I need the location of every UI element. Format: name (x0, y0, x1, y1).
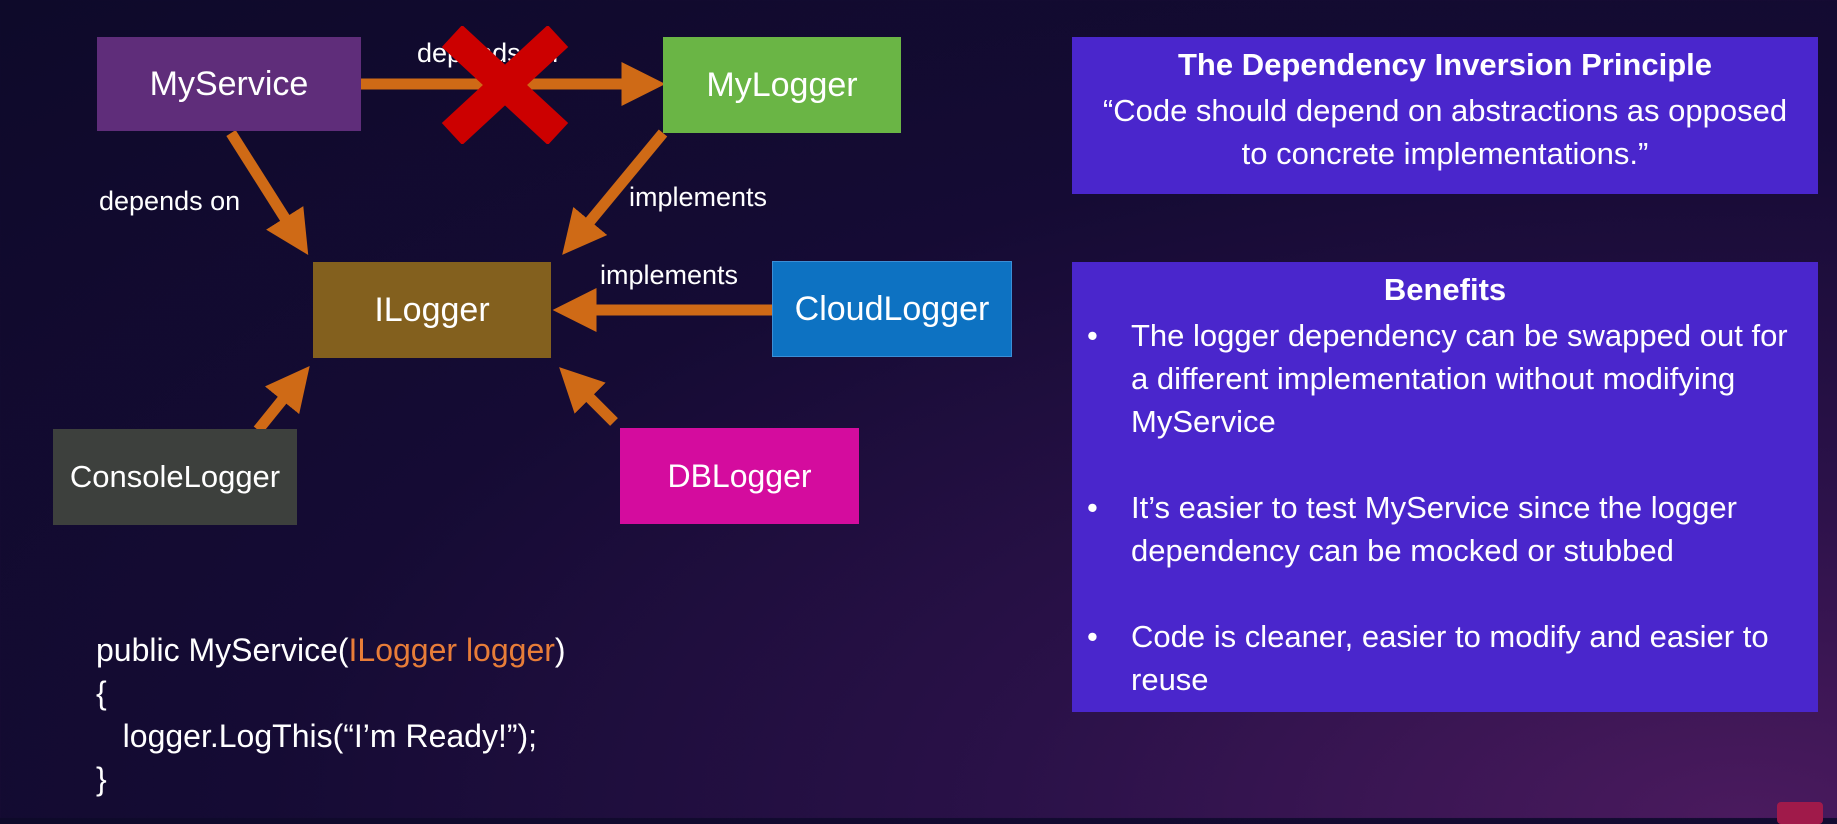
benefits-title: Benefits (1383, 272, 1507, 307)
corner-badge (1777, 802, 1823, 824)
code-parameter: ILogger logger (348, 632, 555, 668)
benefits-list: • The logger dependency can be swapped o… (1072, 314, 1818, 701)
node-ilogger: ILogger (313, 262, 551, 358)
arrow-consolelogger-to-ilogger (253, 366, 310, 434)
edge-label-depends-on: depends on (99, 186, 241, 216)
benefit-text: The logger dependency can be swapped out… (1131, 318, 1788, 439)
benefit-item: • Code is cleaner, easier to modify and … (1072, 615, 1818, 701)
benefit-item: • The logger dependency can be swapped o… (1072, 314, 1818, 443)
node-mylogger: MyLogger (663, 37, 901, 133)
code-signature-prefix: public MyService( (96, 632, 349, 668)
cross-out-icon (441, 26, 569, 144)
bullet-icon: • (1087, 490, 1098, 525)
code-line-signature: public MyService(ILogger logger) (96, 629, 566, 672)
node-consolelogger: ConsoleLogger (53, 429, 297, 525)
edge-label-implements-mylogger: implements (629, 182, 768, 212)
dip-panel: The Dependency Inversion Principle “Code… (1072, 37, 1818, 194)
code-line-body: logger.LogThis(“I’m Ready!”); (96, 718, 538, 754)
benefit-text: It’s easier to test MyService since the … (1131, 490, 1737, 568)
benefits-panel: Benefits • The logger dependency can be … (1072, 262, 1818, 712)
code-line-open-brace: { (96, 675, 107, 711)
node-myservice: MyService (97, 37, 361, 131)
code-signature-suffix: ) (554, 632, 566, 668)
bullet-icon: • (1087, 318, 1098, 353)
arrow-mylogger-to-ilogger (562, 129, 668, 255)
benefit-text: Code is cleaner, easier to modify and ea… (1131, 619, 1769, 697)
arrow-dblogger-to-ilogger (559, 367, 618, 426)
bullet-icon: • (1087, 619, 1098, 654)
arrow-myservice-to-ilogger (226, 130, 309, 256)
code-line-close-brace: } (96, 761, 107, 797)
benefit-item: • It’s easier to test MyService since th… (1072, 486, 1818, 572)
dip-quote: “Code should depend on abstractions as o… (1102, 93, 1788, 171)
node-cloudlogger: CloudLogger (772, 261, 1012, 357)
edge-label-implements-cloudlogger: implements (600, 260, 739, 290)
node-dblogger: DBLogger (620, 428, 859, 524)
code-sample: public MyService(ILogger logger) { logge… (96, 629, 566, 801)
dip-title: The Dependency Inversion Principle (1177, 47, 1713, 82)
